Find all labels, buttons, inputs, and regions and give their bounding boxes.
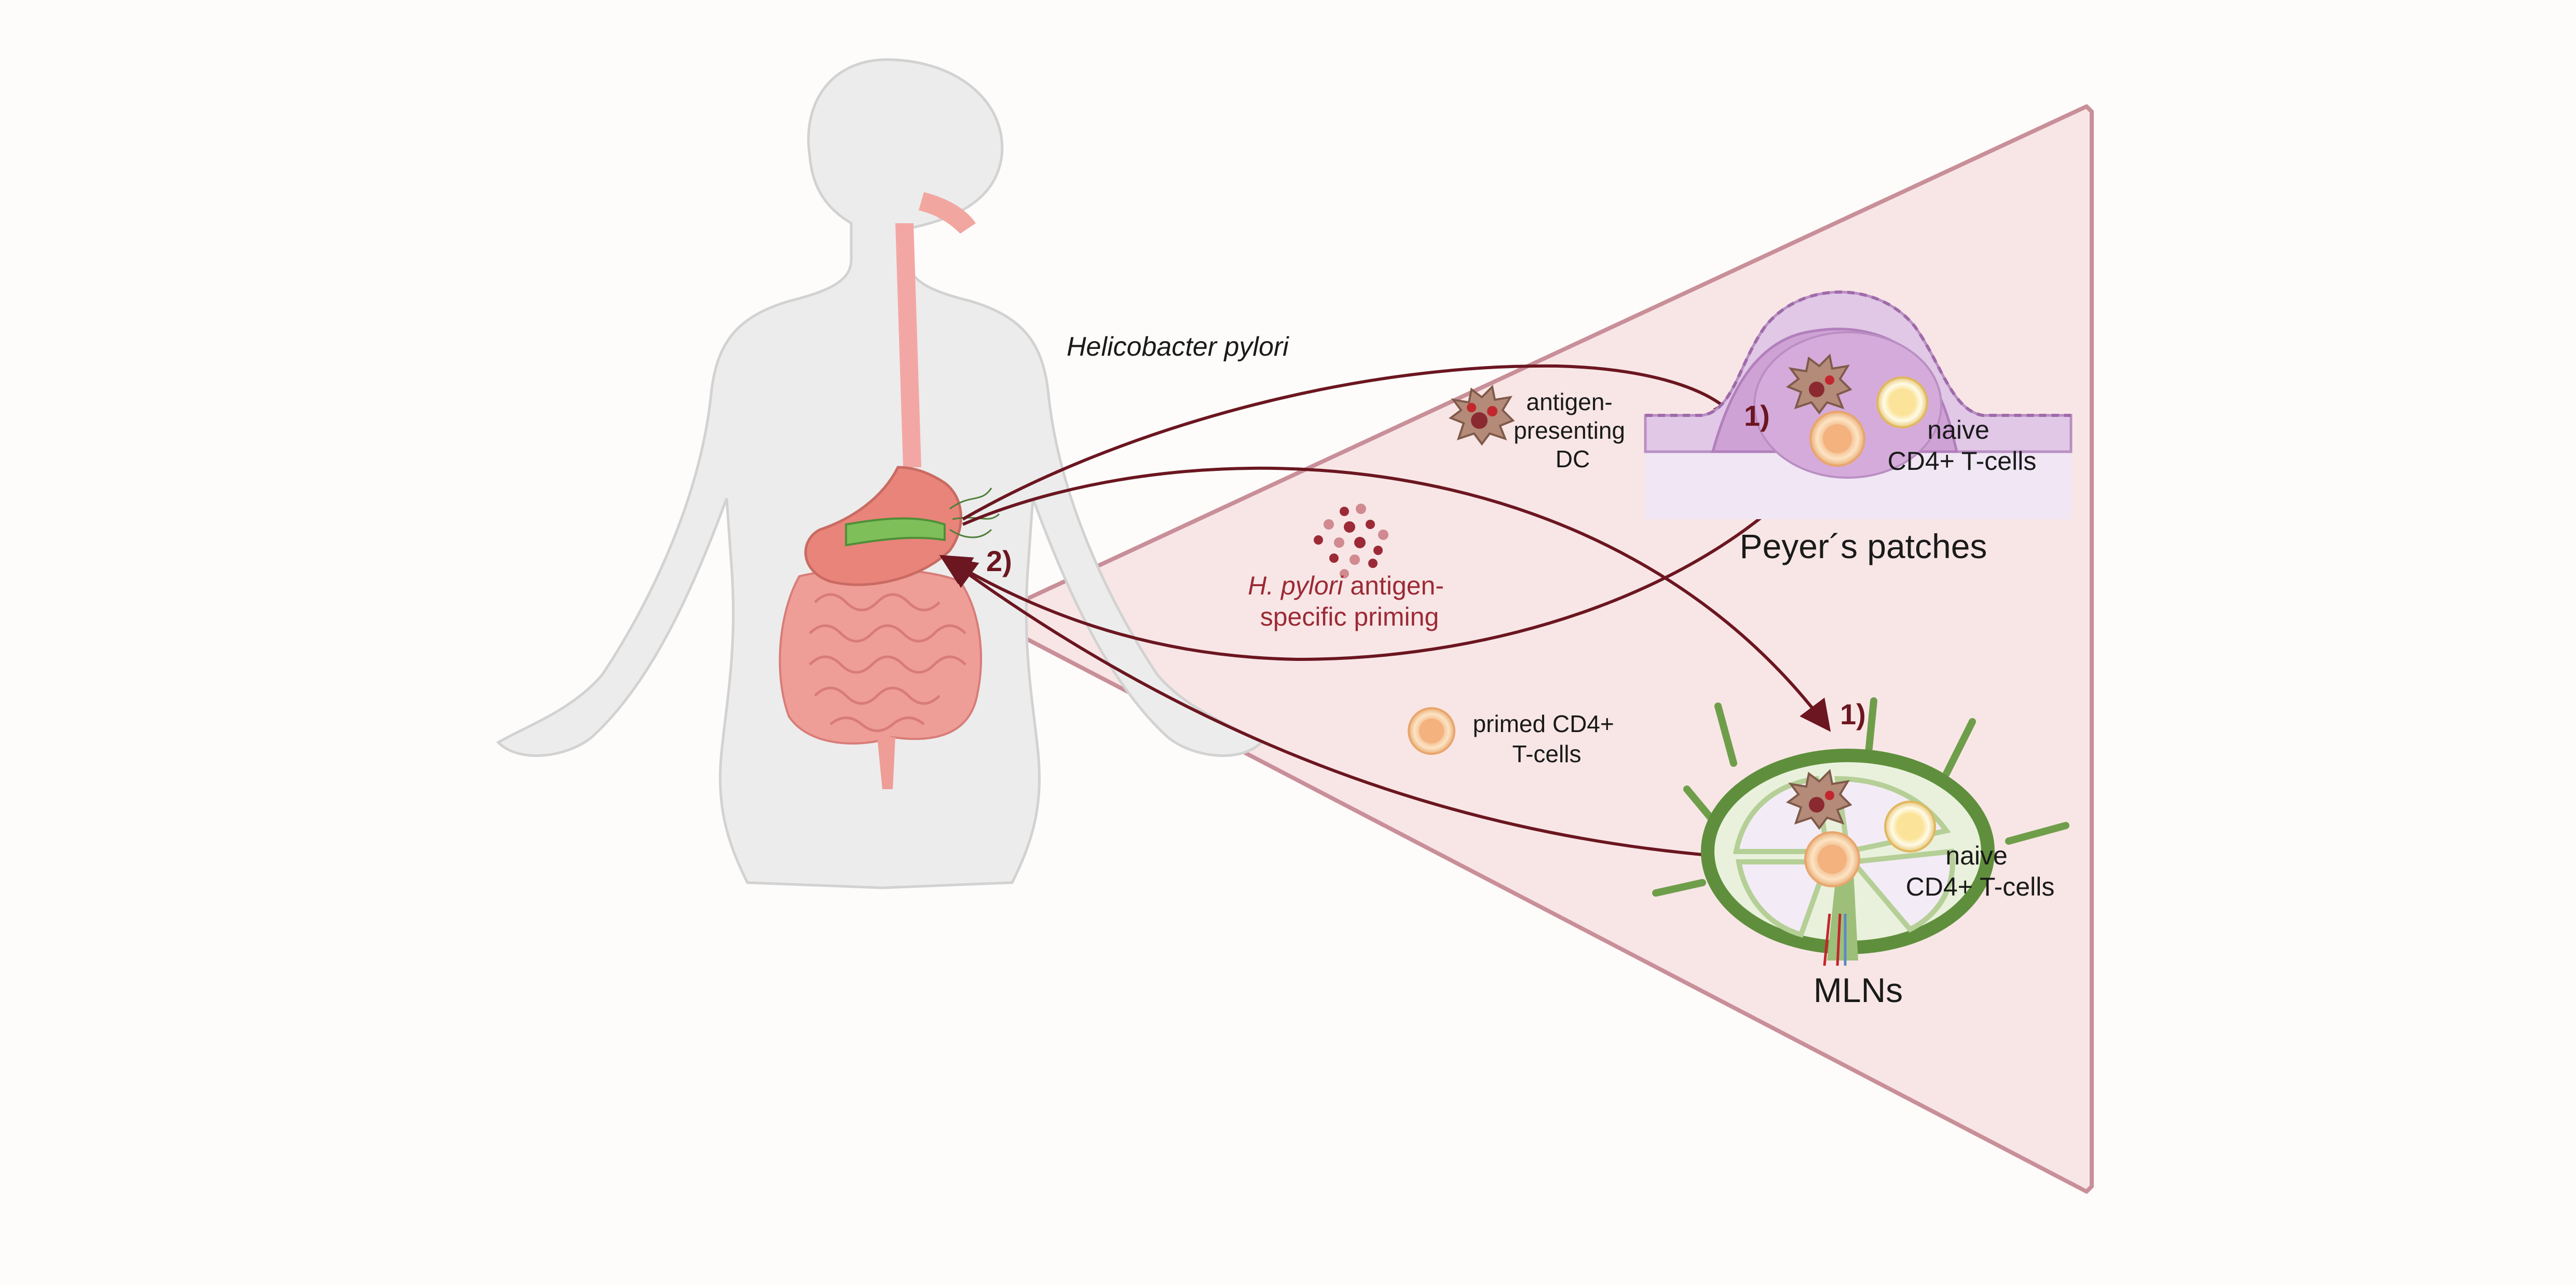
- primed-label: primed CD4+ T-cells: [1473, 710, 1620, 767]
- bacterium-label: Helicobacter pylori: [1067, 332, 1289, 362]
- apc-label-line2: presenting: [1514, 417, 1625, 444]
- naive-pp-line2: CD4+ T-cells: [1888, 447, 2037, 476]
- arrow-peyers-to-stomach: [939, 461, 1821, 661]
- primed-line1: primed CD4+: [1473, 710, 1614, 737]
- human-silhouette-icon: [496, 58, 1264, 889]
- step1-peyers-label: 1): [1744, 399, 1770, 432]
- priming-italic: H. pylori: [1248, 571, 1344, 600]
- priming-line2: specific priming: [1260, 602, 1439, 631]
- lymph-node-icon: [1652, 697, 2069, 966]
- peyers-label: Peyer´s patches: [1740, 527, 1987, 565]
- naive-pp-label: naive CD4+ T-cells: [1888, 415, 2037, 476]
- apc-label: antigen- presenting DC: [1514, 388, 1632, 472]
- priming-label: H. pylori antigen- specific priming: [1248, 571, 1451, 631]
- arrow-stomach-to-peyers: [962, 364, 1742, 521]
- apc-label-line3: DC: [1556, 445, 1590, 472]
- mlns-label: MLNs: [1814, 971, 1903, 1009]
- arrow-stomach-to-mlns: [962, 466, 1831, 732]
- priming-line1: antigen-: [1343, 571, 1444, 600]
- naive-mln-line2: CD4+ T-cells: [1906, 872, 2055, 901]
- apc-label-line1: antigen-: [1526, 388, 1612, 415]
- naive-mln-line1: naive: [1945, 841, 2008, 870]
- antigen-dots-icon: [1314, 504, 1388, 578]
- primed-line2: T-cells: [1512, 740, 1582, 767]
- naive-mln-label: naive CD4+ T-cells: [1906, 841, 2055, 901]
- zoom-cone: [984, 104, 2094, 1194]
- naive-pp-line1: naive: [1927, 415, 1989, 444]
- dendritic-cell-icon: [1448, 384, 1515, 446]
- stomach-icon: [804, 466, 1000, 586]
- step1-mlns-label: 1): [1840, 698, 1866, 731]
- t-cell-icon: [1408, 707, 1455, 755]
- peyers-patch-icon: [1644, 290, 2073, 519]
- step2-label: 2): [986, 545, 1012, 577]
